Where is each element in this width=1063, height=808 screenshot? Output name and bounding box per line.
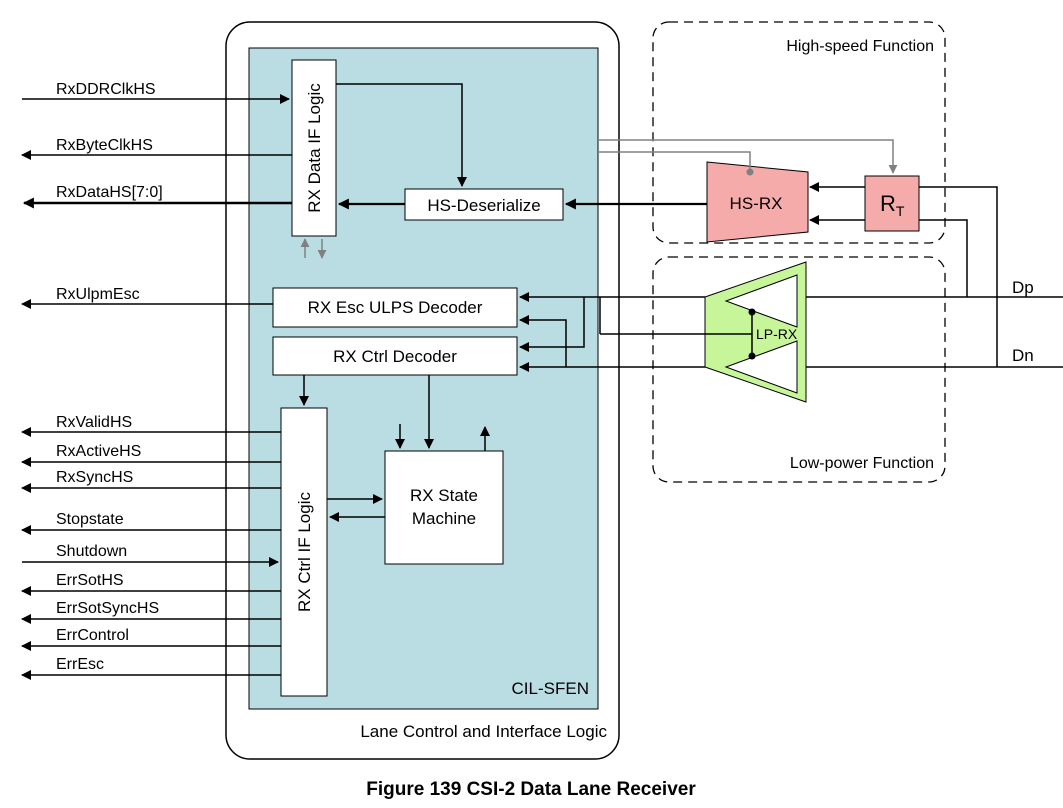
rx-esc-ulps-decoder-label: RX Esc ULPS Decoder bbox=[308, 298, 483, 317]
high-speed-function-label: High-speed Function bbox=[786, 38, 934, 55]
signal-rxbyteclkhs: RxByteClkHS bbox=[56, 137, 153, 154]
signal-erresc: ErrEsc bbox=[56, 656, 104, 673]
high-speed-function-box bbox=[652, 21, 946, 244]
rx-state-machine-block bbox=[384, 450, 504, 565]
lp-rx-lower-comparator bbox=[724, 340, 798, 394]
hs-deserialize-label: HS-Deserialize bbox=[427, 196, 540, 215]
signal-rxactivehs: RxActiveHS bbox=[56, 443, 141, 460]
rx-esc-ulps-decoder-block bbox=[272, 287, 518, 328]
dp-pin-label: Dp bbox=[1012, 278, 1034, 297]
hs-rx-amplifier bbox=[706, 161, 809, 243]
hs-deserialize-block bbox=[404, 188, 564, 221]
figure-caption: Figure 139 CSI-2 Data Lane Receiver bbox=[366, 779, 696, 800]
lp-rx-upper-comparator bbox=[724, 274, 798, 328]
rx-data-if-logic-block bbox=[291, 59, 337, 237]
dn-pin-label: Dn bbox=[1012, 346, 1034, 365]
cil-sfen-label: CIL-SFEN bbox=[512, 679, 589, 698]
rt-label: RT bbox=[880, 191, 905, 219]
rx-ctrl-if-logic-block bbox=[280, 407, 328, 697]
rx-state-machine-label-line1: RX State bbox=[410, 486, 478, 505]
signal-rxddrclkhs: RxDDRClkHS bbox=[56, 81, 156, 98]
low-power-function-box bbox=[652, 256, 946, 483]
rt-subscript: T bbox=[896, 203, 905, 219]
lane-control-label: Lane Control and Interface Logic bbox=[360, 722, 607, 741]
signal-rxvalidhs: RxValidHS bbox=[56, 414, 132, 431]
rx-state-machine-label-line2: Machine bbox=[412, 509, 476, 528]
rt-termination-block bbox=[864, 175, 920, 232]
rt-main-text: R bbox=[880, 191, 896, 216]
rx-data-if-logic-label: RX Data IF Logic bbox=[305, 83, 324, 213]
signal-errcontrol: ErrControl bbox=[56, 627, 129, 644]
low-power-function-label: Low-power Function bbox=[790, 455, 934, 472]
signal-errsoths: ErrSotHS bbox=[56, 572, 124, 589]
lp-rx-label: LP-RX bbox=[756, 326, 798, 342]
rx-ctrl-decoder-label: RX Ctrl Decoder bbox=[333, 347, 457, 366]
rx-ctrl-decoder-block bbox=[272, 336, 518, 376]
signal-rxsynchs: RxSyncHS bbox=[56, 469, 133, 486]
signal-shutdown: Shutdown bbox=[56, 543, 127, 560]
rx-ctrl-if-logic-label: RX Ctrl IF Logic bbox=[295, 492, 314, 612]
signal-stopstate: Stopstate bbox=[56, 511, 124, 528]
signal-rxulpmesc: RxUlpmEsc bbox=[56, 286, 140, 303]
signal-errsotsynchs: ErrSotSyncHS bbox=[56, 600, 159, 617]
hs-rx-label: HS-RX bbox=[730, 194, 783, 213]
signal-rxdatahs: RxDataHS[7:0] bbox=[56, 184, 163, 201]
